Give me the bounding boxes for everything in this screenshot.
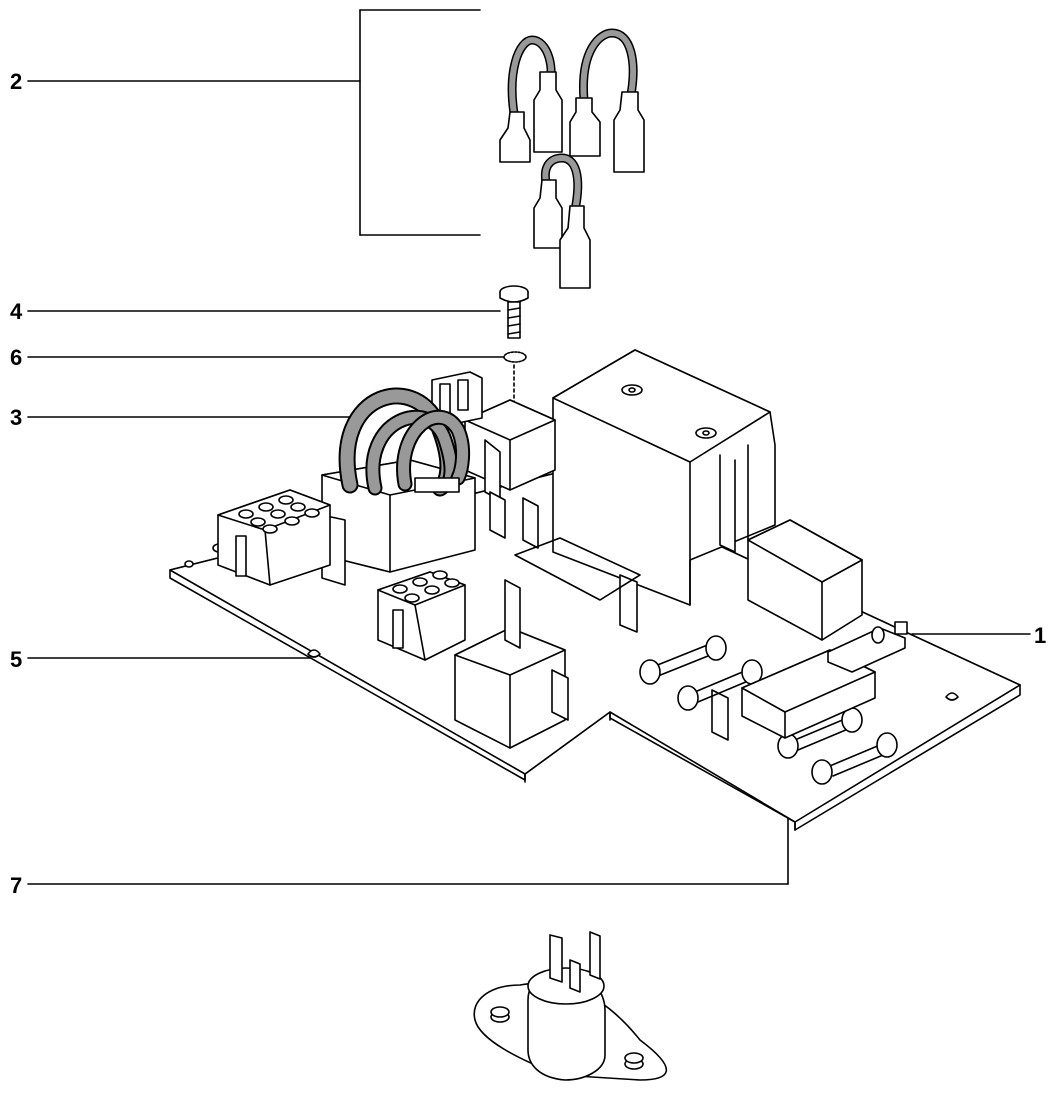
wire-harness	[321, 387, 476, 586]
callout-label-3: 3	[10, 405, 22, 430]
fuses-lower	[777, 707, 898, 785]
capacitor-block	[454, 627, 566, 749]
lock-washer	[503, 351, 527, 363]
terminal-block-left	[217, 489, 331, 586]
terminal-block-center	[377, 570, 466, 661]
sensor-component	[827, 621, 908, 673]
thermostat-disc	[473, 931, 668, 1081]
callout-label-4: 4	[10, 299, 23, 324]
fuses-upper	[639, 635, 763, 711]
callout-label-1: 1	[1034, 623, 1046, 648]
callout-label-6: 6	[10, 345, 22, 370]
callout-label-5: 5	[10, 647, 22, 672]
jumper-wires	[499, 28, 645, 289]
screw	[499, 285, 529, 339]
callout-label-2: 2	[10, 69, 22, 94]
callout-labels: 2 4 6 3 5 7 1	[10, 69, 1046, 898]
board-spade-terminals	[484, 439, 729, 741]
callout-label-7: 7	[10, 873, 22, 898]
relay-small	[747, 519, 863, 641]
relay-large	[552, 349, 776, 606]
